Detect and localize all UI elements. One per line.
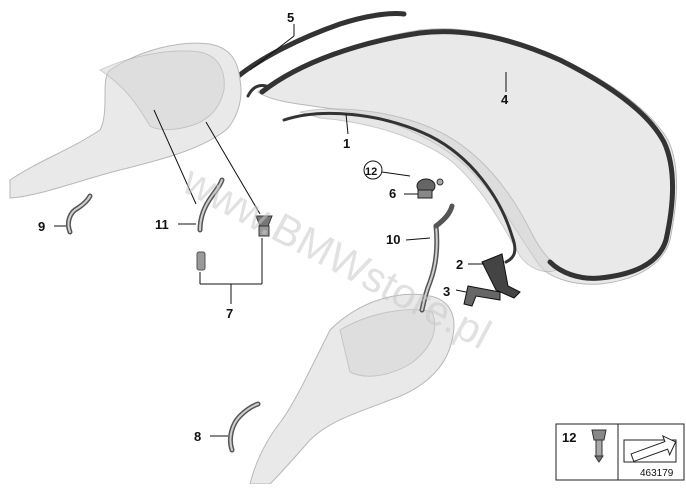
lower-trim-panel xyxy=(249,293,455,485)
seal-strip-5 xyxy=(233,11,407,81)
diagram-id: 463179 xyxy=(640,468,674,479)
callout-11: 11 xyxy=(155,217,169,232)
legend-box: 12 463179 xyxy=(555,423,685,481)
bracket-2 xyxy=(481,253,521,299)
seal-cord-1 xyxy=(282,111,517,264)
top-cover-panel xyxy=(257,28,677,285)
legend-part-number: 12 xyxy=(562,430,576,445)
callout-3: 3 xyxy=(443,284,450,299)
arrow-icon xyxy=(623,435,677,463)
callout-1: 1 xyxy=(343,136,350,151)
callout-12-circle xyxy=(363,160,383,180)
callout-9: 9 xyxy=(38,219,45,234)
valve-6 xyxy=(416,178,444,199)
clip-icon xyxy=(591,429,607,463)
callout-2: 2 xyxy=(456,257,463,272)
callout-6: 6 xyxy=(389,186,396,201)
callout-12: 12 xyxy=(365,166,377,178)
leader-lines xyxy=(54,24,507,437)
callout-10: 10 xyxy=(386,232,400,247)
left-trim-panel xyxy=(9,42,242,199)
seal-strip-5-lower xyxy=(246,84,268,98)
callout-8: 8 xyxy=(194,429,201,444)
callouts: 5 4 1 12 6 10 2 3 9 11 7 8 xyxy=(38,10,509,444)
connector-11 xyxy=(196,251,206,271)
bracket-3 xyxy=(463,285,501,307)
callout-5: 5 xyxy=(287,10,294,25)
seal-4 xyxy=(259,29,675,281)
callout-4: 4 xyxy=(501,92,509,107)
callout-7: 7 xyxy=(226,306,233,321)
